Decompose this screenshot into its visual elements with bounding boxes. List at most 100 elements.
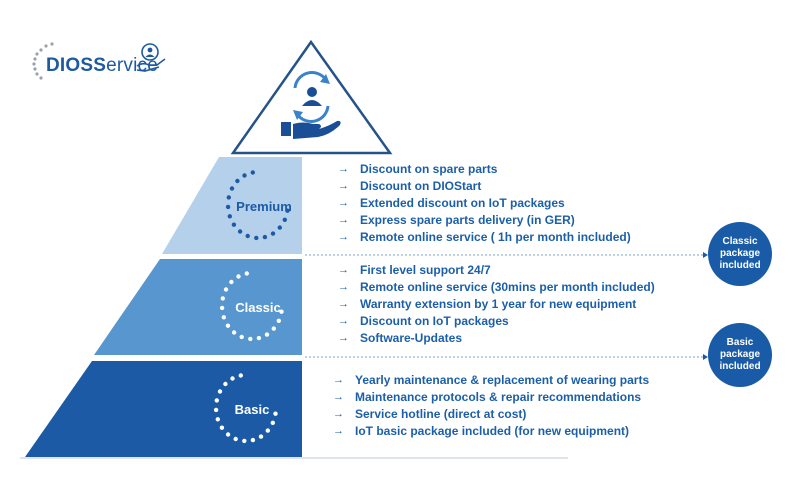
arc-dot — [276, 318, 281, 323]
dioservice-logo: DIOSService — [46, 55, 158, 77]
basic-included-badge: Basic package included — [708, 323, 772, 387]
arc-dot — [223, 287, 229, 292]
tier-premium-band — [162, 157, 302, 254]
arc-dot — [229, 186, 235, 191]
arrow-right-icon: → — [338, 264, 349, 276]
arc-dot — [256, 335, 262, 341]
feature-item: →Remote online service ( 1h per month in… — [338, 230, 631, 244]
arc-dot — [277, 225, 282, 230]
tier-classic-band — [94, 259, 302, 355]
premium-dotted-arc — [225, 170, 290, 241]
arrow-right-icon: → — [338, 197, 349, 209]
arc-dot — [226, 195, 231, 200]
basic-dotted-arc — [213, 373, 278, 444]
feature-item: →Remote online service (30mins per month… — [338, 280, 655, 294]
arc-dot — [262, 234, 268, 240]
pyramid-top-triangle — [230, 39, 393, 155]
feature-item: →Discount on DIOStart — [338, 179, 482, 193]
arrow-right-icon: → — [338, 315, 349, 327]
arc-dot — [250, 437, 256, 443]
arrow-right-icon: → — [338, 180, 349, 192]
logo-dots-icon — [32, 42, 54, 80]
arc-dot — [270, 420, 275, 425]
classic-dotted-arc — [219, 271, 284, 342]
arrow-right-icon: → — [338, 281, 349, 293]
logo-brand-light: ervice — [106, 55, 159, 76]
arc-dot — [217, 389, 223, 394]
arrow-right-icon: → — [333, 425, 344, 437]
arc-dot — [245, 233, 250, 239]
arrow-right-icon: → — [333, 391, 344, 403]
arc-dot — [254, 235, 259, 241]
arc-dot — [273, 411, 278, 416]
arc-dot — [237, 229, 243, 234]
arc-dot — [239, 334, 244, 340]
arc-dot — [221, 315, 226, 320]
feature-item: →First level support 24/7 — [338, 263, 491, 277]
arrow-right-icon: → — [338, 332, 349, 344]
classic-included-badge: Classic package included — [708, 222, 772, 286]
arc-dot — [271, 326, 276, 331]
arc-dot — [231, 330, 237, 335]
arc-dot — [285, 208, 290, 213]
tier-basic-band — [25, 361, 302, 457]
logo-hand-icon — [136, 43, 166, 72]
feature-item: →Discount on IoT packages — [338, 314, 509, 328]
arc-dot — [223, 381, 228, 387]
arc-dot — [225, 432, 231, 437]
tier-label-classic: Classic — [235, 300, 281, 315]
feature-item: →IoT basic package included (for new equ… — [333, 424, 630, 438]
feature-item: →Service hotline (direct at cost) — [333, 407, 527, 421]
arc-dot — [229, 279, 234, 285]
arc-dot — [270, 231, 276, 236]
classic-feature-list: →First level support 24/7 →Remote online… — [338, 262, 655, 347]
arrow-right-icon: → — [338, 298, 349, 310]
arc-dot — [227, 214, 232, 219]
feature-item: →Software-Updates — [338, 331, 463, 345]
arc-dot — [258, 434, 264, 439]
arc-dot — [230, 376, 235, 381]
feature-item: →Warranty extension by 1 year for new eq… — [338, 297, 637, 311]
arc-dot — [219, 305, 225, 311]
arc-dot — [213, 407, 219, 413]
premium-feature-list: →Discount on spare parts →Discount on DI… — [338, 161, 631, 246]
arrow-right-icon: → — [333, 408, 344, 420]
arc-dot — [250, 170, 255, 175]
arc-dot — [282, 217, 287, 222]
arc-dot — [225, 323, 231, 328]
feature-item: →Express spare parts delivery (in GER) — [338, 213, 575, 227]
arc-dot — [214, 398, 219, 403]
arc-dot — [235, 178, 240, 184]
arc-dot — [244, 271, 249, 276]
basic-feature-list: →Yearly maintenance & replacement of wea… — [333, 372, 649, 440]
arc-dot — [279, 309, 284, 314]
arc-dot — [219, 425, 225, 430]
arc-dot — [220, 296, 225, 301]
arc-dot — [225, 204, 231, 210]
arc-dot — [264, 332, 270, 337]
service-hand-icon — [281, 120, 341, 139]
arc-dot — [242, 438, 247, 444]
arrow-right-icon: → — [333, 374, 344, 386]
arc-dot — [233, 436, 238, 442]
service-person-icon — [293, 71, 330, 123]
arc-dot — [248, 336, 253, 342]
arc-dot — [231, 222, 237, 227]
arrow-right-icon: → — [338, 163, 349, 175]
tier-label-premium: Premium — [236, 199, 292, 214]
logo-brand-bold: DIOS — [46, 55, 94, 76]
arc-dot — [236, 274, 241, 279]
tier-label-basic: Basic — [234, 402, 270, 417]
arc-dot — [215, 417, 220, 422]
logo-s: S — [93, 55, 107, 76]
arc-dot — [238, 373, 243, 378]
feature-item: →Yearly maintenance & replacement of wea… — [333, 373, 650, 387]
feature-item: →Discount on spare parts — [338, 162, 498, 176]
feature-item: →Maintenance protocols & repair recommen… — [333, 390, 642, 404]
arrow-right-icon: → — [338, 214, 349, 226]
arc-dot — [242, 173, 247, 178]
feature-item: →Extended discount on IoT packages — [338, 196, 565, 210]
arrow-right-icon: → — [338, 231, 349, 243]
